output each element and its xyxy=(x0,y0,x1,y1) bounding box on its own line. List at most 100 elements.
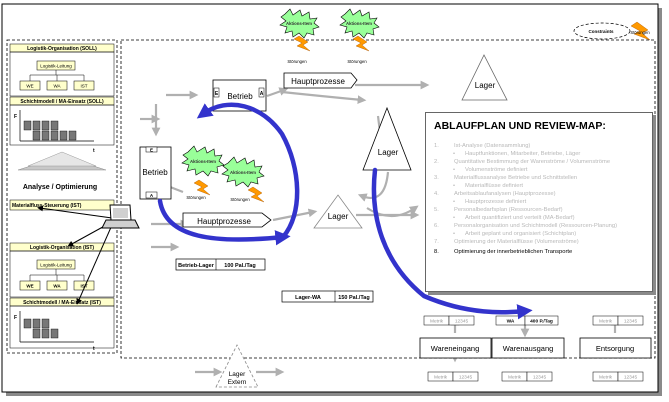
lager-mid-triangle xyxy=(313,194,363,229)
metric-value-box xyxy=(452,371,479,382)
disruption-label: Störungen xyxy=(347,59,367,64)
constraints-label: Constraints xyxy=(588,29,614,34)
analysis-label: Analyse / Optimierung xyxy=(23,184,97,191)
department-box xyxy=(491,337,565,359)
hauptprozesse-mid-node xyxy=(182,212,272,228)
ist-wa-label: WA xyxy=(53,284,61,289)
action-item-star-icon: Aktions-Item xyxy=(221,156,265,188)
metric-value: 12345 xyxy=(533,375,547,381)
flow-control-label: Materialfluss-Steuerung (IST) xyxy=(12,203,82,209)
disruption-label: Störungen xyxy=(630,30,650,35)
port-a-label: A xyxy=(150,193,154,198)
port-a-box xyxy=(258,87,265,98)
review-subitem: Hauptprozesse definiert xyxy=(453,199,526,205)
metric-label: Metrik xyxy=(508,375,522,381)
action-item-label: Aktions-Item xyxy=(230,170,256,175)
ist-we-box xyxy=(19,280,41,291)
department-name: Entsorgung xyxy=(596,344,634,353)
soll-shift-cell xyxy=(50,120,59,131)
action-item-star-icon: Aktions-Item xyxy=(279,8,320,39)
department-box xyxy=(419,337,492,359)
laptop-arrow xyxy=(37,205,113,219)
soll-chart-y-label: F xyxy=(14,114,17,120)
ist-chart-y-label: F xyxy=(14,315,17,321)
ist-org-box xyxy=(9,250,115,298)
lightning-icon xyxy=(352,35,370,52)
review-item: 7.Optimierung der Materialflüsse (Volume… xyxy=(434,239,579,245)
metric-value-box xyxy=(448,315,475,326)
review-item: 5.Personalbedarfsplan (Ressourcen-Bedarf… xyxy=(434,207,563,213)
lightning-icon xyxy=(293,35,311,52)
port-e-label: E xyxy=(150,148,153,153)
lightning-icon xyxy=(630,21,651,41)
lager-top-label: Lager xyxy=(475,81,496,90)
laptop-icon xyxy=(101,204,140,229)
lightning-icon xyxy=(247,186,265,203)
ist-org-title: Logistik-Organisation (IST) xyxy=(30,245,95,251)
port-e-label: E xyxy=(215,91,219,97)
review-item-current: 8.Optimierung der innerbetrieblichen Tra… xyxy=(434,249,573,255)
action-item-star-icon: Aktions-Item xyxy=(339,8,380,39)
soll-shift-cell xyxy=(41,130,50,141)
ist-ist-box xyxy=(73,280,95,291)
lager-center-triangle xyxy=(362,106,412,171)
disruption-label: Störungen xyxy=(230,197,250,202)
hauptprozesse-top-label: Hauptprozesse xyxy=(291,77,345,86)
soll-wa-box xyxy=(46,80,68,91)
rate-box-betrieb-lager xyxy=(175,258,266,271)
blue-flow-path xyxy=(157,198,291,246)
disruption-label: Störungen xyxy=(287,59,307,64)
ist-shift-cell xyxy=(32,328,41,339)
department-name: Wareneingang xyxy=(431,344,480,353)
ist-shift-title: Schichtmodell / MA-Einsatz (IST) xyxy=(23,300,101,306)
metric-value-box xyxy=(617,315,644,326)
review-subitem: Arbeit geplant und organisiert (Schichtp… xyxy=(453,231,576,237)
betrieb-left-label: Betrieb xyxy=(142,168,168,177)
soll-shift-box xyxy=(9,104,115,146)
main-panel-frame xyxy=(120,39,656,359)
ist-wa-box xyxy=(46,280,68,291)
department-warenausgang: WA 400 P./Tag Warenausgang Metrik 12345 xyxy=(491,315,565,382)
rate-box-value: 100 Pal./Tag xyxy=(224,263,255,269)
ist-shift-cell xyxy=(50,328,59,339)
metric-value-box xyxy=(524,315,559,326)
blue-flow-path xyxy=(196,102,300,240)
soll-shift-title: Schichtmodell / MA-Einsatz (SOLL) xyxy=(20,99,104,105)
port-e-box xyxy=(145,146,158,153)
ist-org-group: Logistik-Organisation (IST) Logistik-Lei… xyxy=(9,242,115,298)
review-item: 4.Arbeitsablaufanalysen (Hauptprozesse) xyxy=(434,191,556,197)
ist-shift-cell xyxy=(41,328,50,339)
laptop-arrow xyxy=(76,224,113,305)
action-item-star-icon: Aktions-Item xyxy=(181,145,225,177)
soll-shift-group: Schichtmodell / MA-Einsatz (SOLL) F t xyxy=(9,96,115,154)
review-subitem: Arbeit quantifiziert und verteilt (MA-Be… xyxy=(453,215,574,221)
blue-flow-path xyxy=(371,167,533,320)
review-map-title: ABLAUFPLAN UND REVIEW-MAP: xyxy=(434,120,606,132)
gray-flow-arrows xyxy=(140,80,620,377)
soll-chart-x-label: t xyxy=(93,148,95,154)
review-item: 2.Quantitative Bestimmung der Warenström… xyxy=(434,159,611,165)
metric-label: Metrik xyxy=(599,319,613,325)
lager-center-label: Lager xyxy=(378,148,399,157)
hauptprozesse-mid-label: Hauptprozesse xyxy=(197,217,251,226)
metric-label: WA xyxy=(507,319,515,325)
soll-org-box xyxy=(9,51,115,97)
ist-shift-box xyxy=(9,305,115,349)
analysis-up-arrow-inner xyxy=(27,151,97,167)
metric-value: 400 P./Tag xyxy=(530,319,553,325)
soll-shift-cell xyxy=(41,120,50,131)
ist-shift-cell xyxy=(23,318,32,329)
gray-arrow xyxy=(281,90,367,104)
action-item-label: Aktions-Item xyxy=(190,159,216,164)
review-subitem: Hauptfunktionen, Mitarbeiter, Betriebe, … xyxy=(453,151,580,157)
left-panel-frame xyxy=(6,39,118,354)
soll-ist-box xyxy=(73,80,95,91)
ist-ist-label: IST xyxy=(80,284,87,289)
lager-extern-label: Extern xyxy=(228,379,247,386)
hauptprozesse-top-node xyxy=(283,72,358,89)
soll-wa-label: WA xyxy=(53,84,60,89)
ist-shift-cell xyxy=(41,318,50,329)
review-subitem: Materialflüsse definiert xyxy=(453,183,523,189)
port-a-label: A xyxy=(260,91,264,97)
soll-shift-cell xyxy=(68,130,77,141)
